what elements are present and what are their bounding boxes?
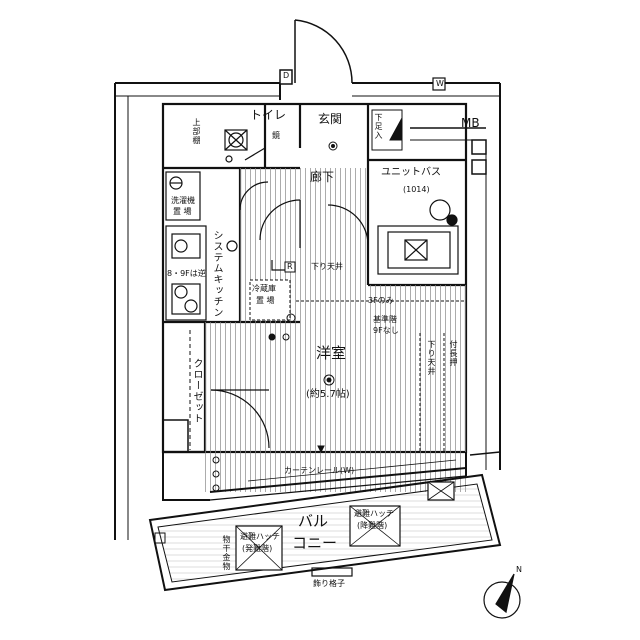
western-room-size: (約5.7帖) (306, 389, 350, 400)
western-room-label: 洋室 (316, 344, 347, 362)
lowered-ceiling-label-2: 下り天井 (427, 340, 436, 376)
washer-area (165, 171, 201, 221)
toilet-label: トイレ (250, 108, 287, 122)
lowered-ceiling-label-1: 下り天井 (311, 262, 343, 271)
only-3f-label: 3Fのみ (368, 296, 394, 305)
window-w-marker (432, 77, 446, 91)
window-w-label: W (436, 79, 444, 88)
washer-label: 洗濯機 (171, 196, 195, 205)
room-fixtures (212, 141, 466, 492)
hatch-right-label-2: (降難階) (357, 521, 388, 530)
lattice-label: 飾り格子 (313, 579, 345, 588)
curtain-rail-label: カーテンレール(W) (284, 466, 355, 475)
closet-label: クローゼット (191, 358, 202, 424)
exterior-walls (114, 82, 501, 540)
closet-area (162, 330, 191, 453)
mb-label: MB (461, 116, 480, 130)
window-wall (162, 451, 501, 501)
mirror-label: 鏡 (272, 131, 280, 140)
fridge-label: 冷蔵庫 (252, 284, 276, 293)
toilet-fixture (224, 129, 248, 163)
attached-beam-label: 付長押 (449, 340, 458, 367)
entrance-door (279, 19, 353, 85)
storage-label: 物干金物 (222, 535, 231, 571)
north-label: N (516, 565, 522, 574)
balcony-label-1: バル (298, 512, 329, 530)
unit-bath-size: (1014) (403, 185, 430, 194)
balcony-outline (148, 473, 502, 592)
r-marker-label: R (287, 262, 293, 271)
fridge-label-2: 置 場 (256, 296, 275, 305)
unit-bath-label: ユニットバス (381, 167, 441, 178)
door-d-label: D (283, 71, 290, 80)
kitchen-counter (165, 225, 238, 321)
hatch-left-label-2: (発難階) (242, 544, 273, 553)
room-flooring (205, 322, 466, 452)
shoe-box (371, 109, 403, 151)
kitchen-label: システムキッチン (211, 230, 222, 318)
bath-fixtures (377, 199, 459, 275)
upper-shelf-label: 上部棚 (192, 118, 201, 145)
balcony-label-2: コニー (292, 534, 338, 552)
interior-doors (210, 147, 369, 449)
no-9f-label: 9Fなし (373, 326, 399, 335)
washer-label-2: 置 場 (173, 207, 192, 216)
corridor-label: 廊下 (310, 170, 335, 184)
hatch-left-label: 避難ハッチ (240, 532, 280, 541)
corridor-right-flooring (368, 285, 466, 322)
hatch-right-label: 避難ハッチ (354, 509, 394, 518)
base-floor-label: 基準階 (373, 315, 397, 324)
shoe-box-label: 下足入 (374, 113, 383, 140)
floor-note-label: 8・9Fは逆 (167, 269, 206, 278)
north-arrow (483, 573, 521, 619)
entrance-label: 玄関 (318, 112, 343, 126)
fridge-area (249, 279, 291, 321)
